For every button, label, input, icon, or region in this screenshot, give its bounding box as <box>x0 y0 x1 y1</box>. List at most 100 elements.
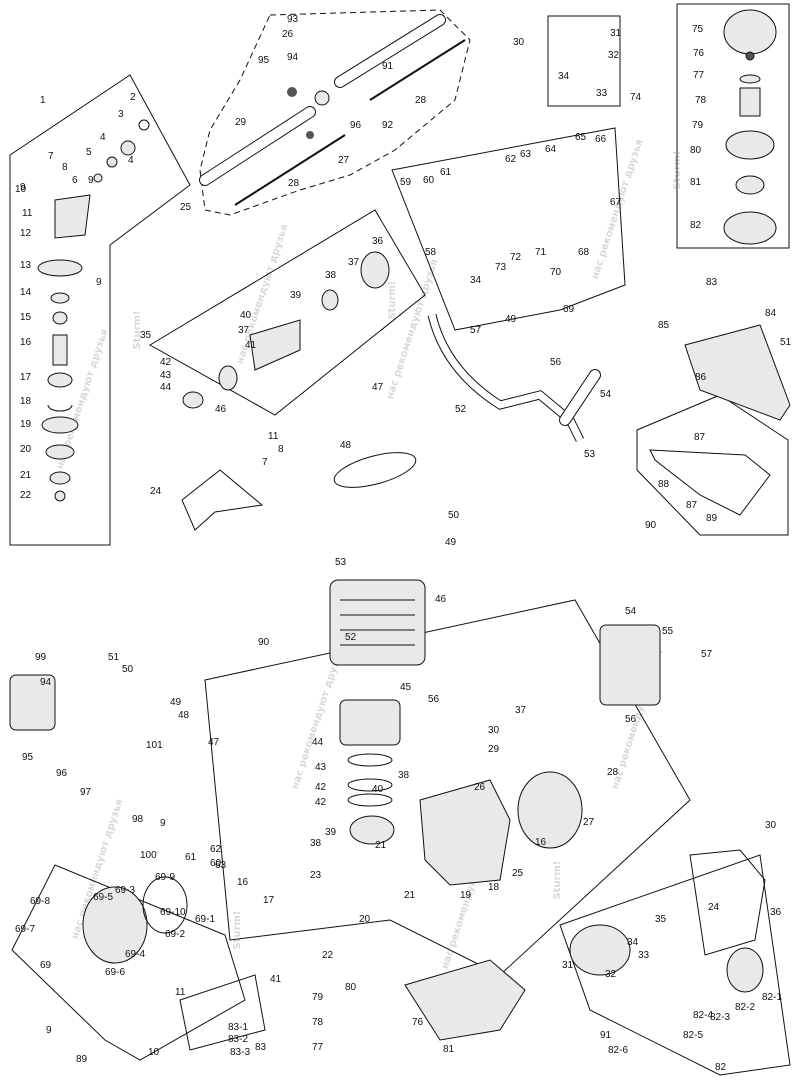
part-callout-95: 95 <box>258 55 270 66</box>
part-callout-62: 62 <box>505 154 517 165</box>
part-callout-99: 99 <box>35 652 47 663</box>
part-callout-1: 1 <box>40 95 46 106</box>
part-callout-52: 52 <box>345 632 357 643</box>
part-callout-80: 80 <box>690 145 702 156</box>
part-callout-25: 25 <box>180 202 192 213</box>
bottom-part-labels: 5346524556545557565150494847904443424240… <box>15 557 782 1073</box>
part-callout-35: 35 <box>655 914 667 925</box>
part-callout-68: 68 <box>578 247 590 258</box>
part-callout-89: 89 <box>76 1054 88 1065</box>
flywheel-part <box>517 771 583 849</box>
part-callout-73: 73 <box>495 262 507 273</box>
part-callout-42: 42 <box>315 797 327 808</box>
part-callout-74: 74 <box>630 92 642 103</box>
part-callout-67: 67 <box>610 197 622 208</box>
part-callout-63: 63 <box>215 860 227 871</box>
part-callout-29: 29 <box>235 117 247 128</box>
part-callout-54: 54 <box>600 389 612 400</box>
part-callout-16: 16 <box>237 877 249 888</box>
part-callout-70: 70 <box>550 267 562 278</box>
watermark-brand-top: Sturm! <box>132 310 143 349</box>
part-callout-42: 42 <box>315 782 327 793</box>
part-callout-95: 95 <box>22 752 34 763</box>
part-callout-9: 9 <box>20 182 26 193</box>
part-callout-69-7: 69-7 <box>15 924 35 935</box>
watermark-brand-mid: Sturm! <box>387 280 398 319</box>
part-callout-69-3: 69-3 <box>115 885 135 896</box>
part-callout-33: 33 <box>638 950 650 961</box>
part-callout-16: 16 <box>535 837 547 848</box>
part-callout-61: 61 <box>185 852 197 863</box>
part-callout-82-2: 82-2 <box>735 1002 755 1013</box>
watermark-brand-bottom: Sturm! <box>552 860 563 899</box>
part-callout-62: 62 <box>210 844 222 855</box>
part-callout-10: 10 <box>15 184 27 195</box>
part-callout-41: 41 <box>270 974 282 985</box>
cylinder-part <box>329 579 426 666</box>
part-callout-50: 50 <box>122 664 134 675</box>
part-callout-3: 3 <box>118 109 124 120</box>
part-callout-82: 82 <box>690 220 702 231</box>
part-callout-82: 82 <box>715 1062 727 1073</box>
part-callout-72: 72 <box>510 252 522 263</box>
trimmer-head-parts <box>723 9 777 245</box>
part-callout-69: 69 <box>563 304 575 315</box>
handle-bar-part <box>427 313 585 443</box>
part-callout-86: 86 <box>695 372 707 383</box>
part-callout-43: 43 <box>160 370 172 381</box>
part-callout-66: 66 <box>595 134 607 145</box>
part-callout-39: 39 <box>290 290 302 301</box>
part-callout-82-3: 82-3 <box>710 1012 730 1023</box>
part-callout-34: 34 <box>470 275 482 286</box>
part-callout-31: 31 <box>562 960 574 971</box>
part-callout-7: 7 <box>262 457 268 468</box>
top-parts <box>37 9 791 531</box>
part-callout-69: 69 <box>40 960 52 971</box>
part-callout-36: 36 <box>372 236 384 247</box>
part-callout-81: 81 <box>690 177 702 188</box>
part-callout-32: 32 <box>605 969 617 980</box>
part-callout-49: 49 <box>170 697 182 708</box>
part-callout-69-4: 69-4 <box>125 949 145 960</box>
part-callout-91: 91 <box>382 61 394 72</box>
part-callout-56: 56 <box>550 357 562 368</box>
part-callout-93: 93 <box>287 14 299 25</box>
part-callout-78: 78 <box>695 95 707 106</box>
part-callout-30: 30 <box>513 37 525 48</box>
part-callout-34: 34 <box>627 937 639 948</box>
part-callout-7: 7 <box>48 151 54 162</box>
strap-part <box>333 452 417 488</box>
part-callout-85: 85 <box>658 320 670 331</box>
part-callout-79: 79 <box>312 992 324 1003</box>
part-callout-64: 64 <box>545 144 557 155</box>
part-callout-83-2: 83-2 <box>228 1034 248 1045</box>
air-filter-cover-part <box>9 674 56 731</box>
part-callout-20: 20 <box>20 444 32 455</box>
part-callout-77: 77 <box>312 1042 324 1053</box>
fan-housing-part <box>689 849 766 956</box>
part-callout-5: 5 <box>86 147 92 158</box>
part-callout-49: 49 <box>445 537 457 548</box>
guard-part <box>684 324 791 421</box>
part-callout-44: 44 <box>312 737 324 748</box>
part-callout-36: 36 <box>770 907 782 918</box>
part-callout-4: 4 <box>100 132 106 143</box>
part-callout-11: 11 <box>175 987 186 998</box>
part-callout-90: 90 <box>258 637 270 648</box>
part-callout-52: 52 <box>455 404 467 415</box>
part-callout-16: 16 <box>20 337 32 348</box>
part-callout-23: 23 <box>310 870 322 881</box>
part-callout-49: 49 <box>505 314 517 325</box>
part-callout-83: 83 <box>706 277 718 288</box>
part-callout-83-1: 83-1 <box>228 1022 248 1033</box>
part-callout-13: 13 <box>20 260 32 271</box>
line-cutter-comb <box>649 449 771 516</box>
part-callout-59: 59 <box>400 177 412 188</box>
part-callout-48: 48 <box>340 440 352 451</box>
part-callout-26: 26 <box>474 782 486 793</box>
part-callout-38: 38 <box>310 838 322 849</box>
part-callout-101: 101 <box>146 740 163 751</box>
part-callout-51: 51 <box>108 652 120 663</box>
